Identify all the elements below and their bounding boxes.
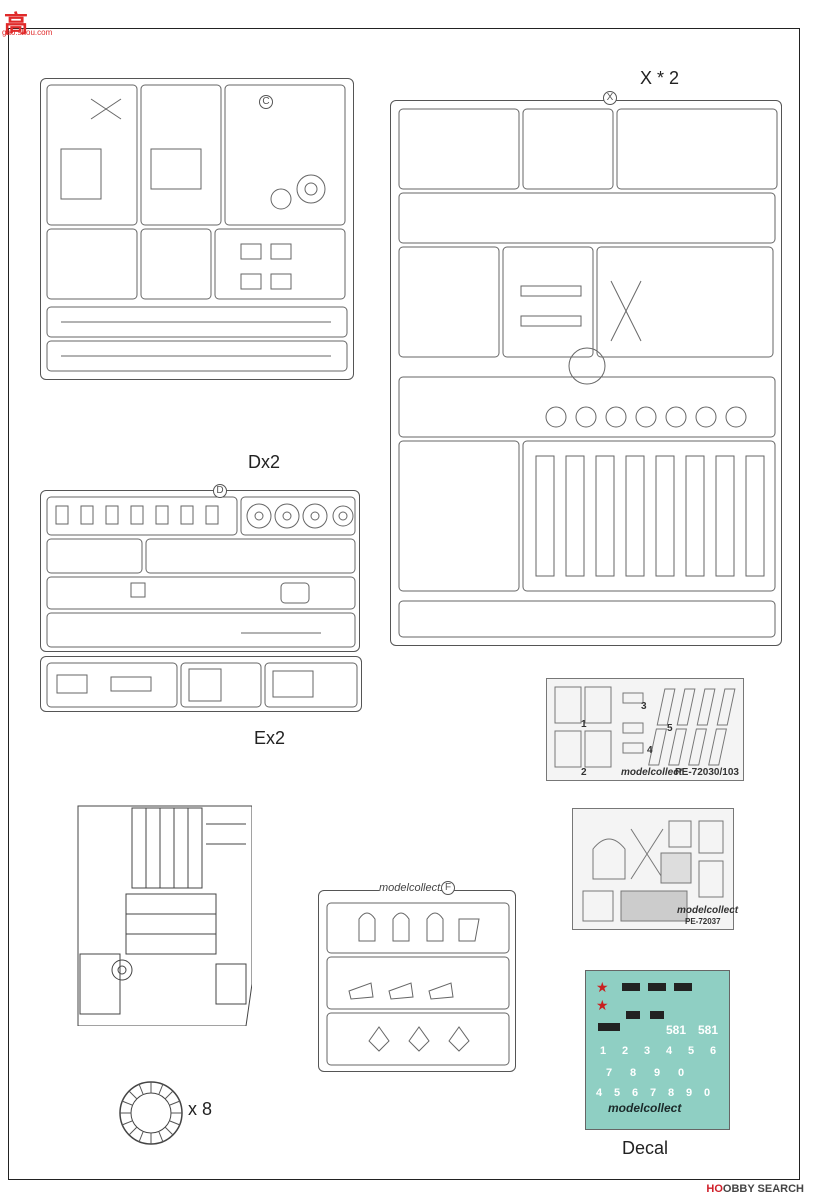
sprue-c-parts [46,84,348,372]
decal-num: 7 [606,1067,613,1079]
sprue-f: modelcollect F [318,881,516,1072]
sprue-x: X [390,91,782,646]
decal-num: 2 [622,1045,629,1057]
pe-large-brand: modelcollect [621,767,683,778]
decal-mark-block-4 [626,1011,640,1019]
pe-fret-small-parts [582,820,724,922]
pe-fret-large-parts [554,686,736,768]
decal-num: 0 [678,1067,685,1079]
pe-large-num-1: 1 [581,719,587,730]
label-decal: Decal [622,1138,669,1158]
decal-num: 9 [686,1087,693,1099]
label-e-sprue: Ex2 [254,728,286,748]
decal-581-a: 581 [666,1023,687,1037]
decal-num: 8 [630,1067,637,1079]
pe-fret-small: modelcollect PE-72037 [572,808,738,930]
sprue-d: D [40,484,360,652]
decal-mark-block-5 [650,1011,664,1019]
pe-large-num-2: 2 [581,767,587,778]
decal-num: 1 [600,1045,607,1057]
decal-mark-block-6 [598,1023,620,1031]
decal-num: 7 [650,1087,657,1099]
decal-mark-block-2 [648,983,666,991]
footer-logo-text: OBBY SEARCH [722,1183,804,1195]
decal-num: 3 [644,1045,651,1057]
sprue-f-brand: modelcollect [379,882,441,894]
sprue-e [40,656,362,712]
red-star-icon: ★ [596,979,609,995]
decal-num: 8 [668,1087,675,1099]
watermark-logo: 高 gao.shou.com [0,0,80,38]
upper-hull-drawing [77,805,253,1027]
pe-large-num-5: 5 [667,723,673,734]
page-border [8,28,800,1180]
decal-num: 6 [632,1087,639,1099]
sprue-e-parts [46,662,358,708]
pe-large-num-4: 4 [647,745,653,756]
decal-581-b: 581 [698,1023,719,1037]
pe-small-code: PE-72037 [685,917,721,926]
decal-num: 5 [688,1045,695,1057]
decal-num: 5 [614,1087,621,1099]
pe-large-code: PE-72030/103 [675,767,739,778]
pe-fret-large: 1 2 3 4 5 modelcollect PE-72030/103 [546,678,744,781]
sprue-c: C [40,78,354,380]
decal-num: 9 [654,1067,661,1079]
sprue-f-parts [326,902,510,1066]
red-star-icon-2: ★ [596,997,609,1013]
sprue-d-parts [46,496,356,648]
label-x-sprue: X * 2 [640,68,680,88]
decal-num: 0 [704,1087,711,1099]
decal-num: 6 [710,1045,717,1057]
pe-large-num-3: 3 [641,701,647,712]
watermark-hanzi: 高 [4,10,28,38]
sprue-x-parts [398,108,778,638]
decal-mark-block [622,983,640,991]
decal-sheet: ★ ★ 581 581 1 2 3 4 5 6 7 8 9 0 4 5 6 7 … [585,970,730,1130]
rubber-wheel-part [118,1080,184,1146]
label-d-sprue: Dx2 [248,452,281,472]
footer-hobby-search-logo: HOOBBY SEARCH [706,1183,804,1195]
decal-mark-block-3 [674,983,692,991]
sprue-d-tag: D [213,484,227,498]
rubber-wheel-drawing [119,1081,183,1145]
label-wheel-count: x 8 [188,1099,213,1119]
upper-hull-part [76,804,253,1027]
sprue-x-tag: X [603,91,617,105]
footer-logo-red: HO [706,1183,723,1195]
sprue-f-tag: F [441,881,455,895]
decal-num: 4 [666,1045,673,1057]
decal-brand: modelcollect [608,1101,682,1115]
decal-num: 4 [596,1087,603,1099]
sprue-c-tag: C [259,95,273,109]
pe-small-brand: modelcollect [677,905,739,916]
watermark-site: gao.shou.com [2,28,53,37]
